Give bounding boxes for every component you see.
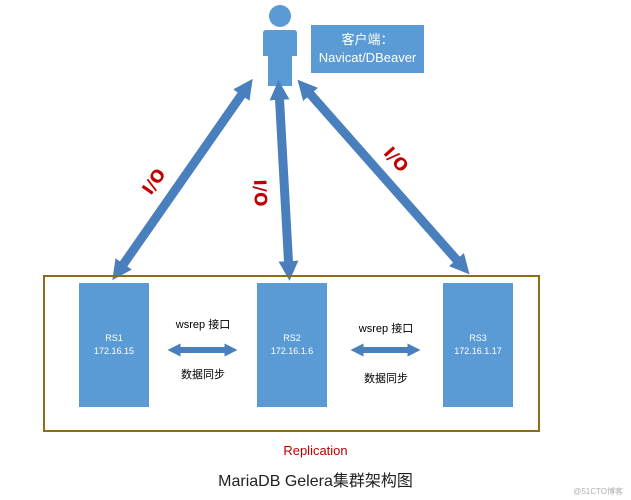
replication-label: Replication xyxy=(283,443,348,458)
io-arrow-rs1 xyxy=(112,78,253,281)
server-rs1: RS1 172.16.15 xyxy=(79,283,149,407)
io-arrow-rs3 xyxy=(297,79,470,275)
watermark: @51CTO博客 xyxy=(573,487,623,496)
link-purpose-rs2-rs3: 数据同步 xyxy=(364,373,408,385)
server-rs2: RS2 172.16.1.6 xyxy=(257,283,327,407)
user-icon xyxy=(263,5,297,86)
link-purpose-rs1-rs2: 数据同步 xyxy=(181,369,225,381)
server-ip: 172.16.1.17 xyxy=(454,346,502,356)
server-ip: 172.16.1.6 xyxy=(270,346,314,356)
client-label-title: 客户端： xyxy=(341,32,394,47)
diagram-caption: MariaDB Gelera集群架构图 xyxy=(218,473,413,490)
server-ip: 172.16.15 xyxy=(93,346,135,356)
server-name: RS2 xyxy=(283,333,301,343)
io-label-rs2: I/O xyxy=(249,179,270,207)
io-arrow-rs2 xyxy=(269,80,299,281)
server-rs3: RS3 172.16.1.17 xyxy=(443,283,513,407)
server-name: RS3 xyxy=(469,333,487,343)
server-name: RS1 xyxy=(105,333,123,343)
client-label-box: 客户端： Navicat/DBeaver xyxy=(311,25,424,73)
link-protocol-rs1-rs2: wsrep 接口 xyxy=(175,319,231,331)
cluster-frame xyxy=(43,275,540,432)
link-protocol-rs2-rs3: wsrep 接口 xyxy=(358,323,414,335)
client-label-tools: Navicat/DBeaver xyxy=(318,50,417,65)
